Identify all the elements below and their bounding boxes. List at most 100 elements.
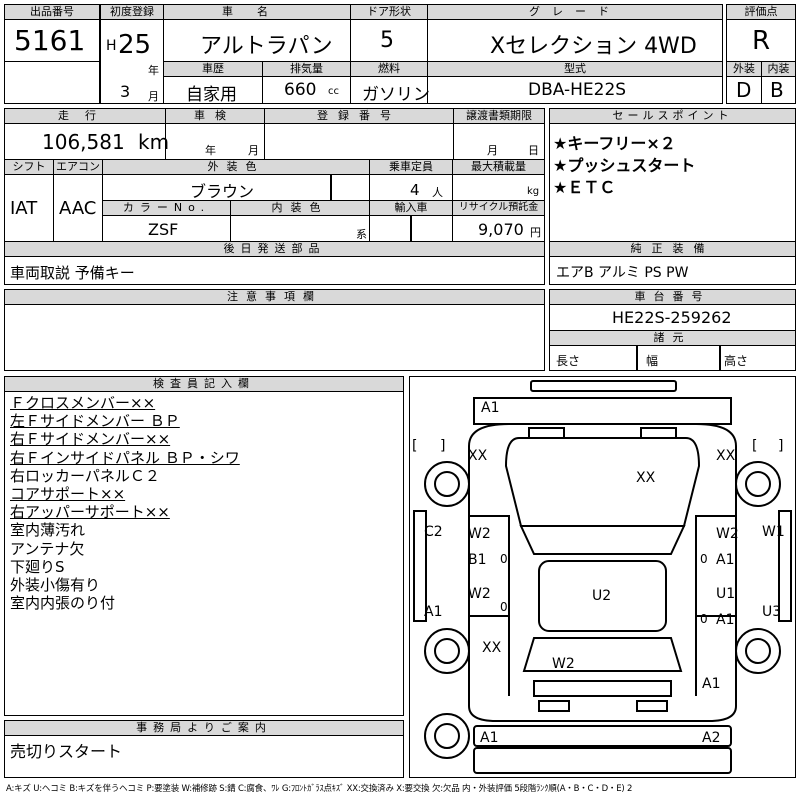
mark-right-front-door-glass: 0 [700, 552, 708, 566]
first-reg-label: 初度登録 [100, 4, 164, 20]
height-label: 高さ [724, 354, 749, 368]
capacity-unit: 人 [432, 186, 443, 199]
reg-no-label: 登録番号 [264, 108, 454, 124]
fuel: ガソリン [362, 85, 430, 105]
car-name-label: 車名 [163, 4, 351, 20]
inspector-line: 室内薄汚れ [10, 521, 86, 540]
inspector-line: 左Ｆサイドメンバー ＢＰ [10, 412, 180, 431]
mark-right-rear-door: U1 [716, 586, 736, 602]
color-no: ZSF [148, 220, 179, 239]
mark-right-rear-door-glass: 0 [700, 612, 708, 626]
inspection-year-unit: 年 [205, 144, 216, 157]
inspector-line: 外装小傷有り [10, 576, 101, 594]
inspector-line: アンテナ欠 [10, 539, 85, 558]
mark-right-front-door-2: A1 [716, 552, 735, 568]
color-no-label: カラーNo. [102, 200, 231, 216]
inspector-line: 右ロッカーパネルＣ２ [10, 466, 160, 485]
bracket-left-close: ] [440, 438, 446, 454]
mileage: 106,581 [42, 130, 125, 154]
mark-left-fender: C2 [424, 524, 443, 540]
era: H [106, 38, 117, 54]
mark-left-rear-door: W2 [468, 586, 491, 602]
mark-left-front-tire: XX [468, 448, 488, 464]
transfer-label: 譲渡書類期限 [453, 108, 545, 124]
mark-left-rear-tire: XX [482, 640, 502, 656]
inspector-line: 下廻りS [10, 557, 65, 576]
mark-right-rear-door-2: A1 [716, 612, 735, 628]
load-label: 最大積載量 [452, 159, 545, 175]
lot-number-label: 出品番号 [4, 4, 100, 20]
inspector-line: 右Ｆインサイドパネル ＢＰ・シワ [10, 448, 240, 467]
mark-rear-bumper-left: A1 [480, 730, 499, 746]
chassis-number: HE22S-259262 [612, 308, 732, 327]
mark-front-bumper: A1 [481, 400, 500, 416]
diagram-box [409, 376, 796, 778]
first-reg-year: 25 [118, 30, 152, 60]
year-unit: 年 [148, 64, 159, 77]
inspector-line: 右アッパーサポート×× [10, 503, 170, 522]
spec-label: 諸元 [549, 330, 796, 346]
mark-right-rocker: U3 [762, 604, 782, 620]
sales-point: ★ＥＴＣ [553, 178, 616, 197]
mark-left-rocker: A1 [424, 604, 443, 620]
inspector-line: コアサポート×× [10, 485, 126, 503]
mark-right-front-door: W2 [716, 526, 739, 542]
inspector-line: 右Ｆサイドメンバー×× [10, 430, 171, 449]
fuel-label: 燃料 [350, 61, 428, 77]
shift-label: シフト [4, 159, 54, 175]
inspector-label: 検査員記入欄 [4, 376, 404, 392]
recycle-unit: 円 [530, 226, 541, 239]
sales-point: ★キーフリー×２ [553, 134, 676, 153]
shift: IAT [10, 198, 38, 219]
interior-color-label: 内装色 [230, 200, 370, 216]
notes-label: 注意事項欄 [4, 289, 545, 305]
ac: AAC [59, 198, 97, 219]
displacement-label: 排気量 [262, 61, 351, 77]
mark-left-front-door: W2 [468, 526, 491, 542]
length-label: 長さ [556, 354, 581, 368]
door-label: ドア形状 [350, 4, 428, 20]
sales-label: セールスポイント [549, 108, 796, 124]
mark-bonnet: XX [636, 470, 656, 486]
model-label: 型式 [427, 61, 723, 77]
interior-label: 内装 [761, 61, 796, 77]
transfer-month-unit: 月 [487, 144, 498, 157]
bracket-right-close: ] [778, 438, 784, 454]
later-parts: 車両取説 予備キー [10, 264, 135, 282]
mark-left-front-door-2: B1 [468, 552, 487, 568]
load-unit: kg [527, 186, 540, 197]
score: R [752, 26, 771, 56]
history-label: 車歴 [163, 61, 263, 77]
mark-rear-glass: W2 [552, 656, 575, 672]
grade: Xセレクション 4WD [490, 34, 697, 59]
capacity: 4 [410, 181, 420, 199]
color-divider [330, 174, 332, 202]
width-label: 幅 [646, 354, 659, 368]
spec-divider-2 [719, 345, 721, 371]
car-diagram [413, 380, 792, 774]
color: ブラウン [190, 182, 255, 201]
history: 自家用 [186, 85, 237, 105]
mark-right-quarter: A1 [702, 676, 721, 692]
import-label: 輸入車 [369, 200, 453, 216]
lot-number-blank [4, 61, 100, 104]
exterior-label: 外装 [726, 61, 762, 77]
recycle: 9,070 [478, 220, 524, 239]
mark-left-front-door-glass: 0 [500, 552, 508, 566]
mileage-label: 走行 [4, 108, 166, 124]
bracket-right: [ [752, 438, 758, 454]
equipment-label: 純正装備 [549, 241, 796, 257]
mark-right-fender: W1 [762, 524, 785, 540]
inspector-line: Ｆクロスメンバー×× [10, 394, 156, 412]
office-label: 事務局よりご案内 [4, 720, 404, 736]
first-reg-month: 3 [120, 82, 131, 101]
inspector-line: 室内内張のり付 [10, 594, 116, 613]
mark-right-front-tire: XX [716, 448, 736, 464]
displacement: 660 [284, 80, 317, 100]
ac-label: エアコン [53, 159, 103, 175]
car-name: アルトラパン [200, 34, 333, 59]
lot-number: 5161 [14, 24, 86, 57]
import-divider [410, 215, 412, 242]
transfer-day-unit: 日 [528, 144, 539, 157]
model: DBA-HE22S [528, 80, 627, 100]
